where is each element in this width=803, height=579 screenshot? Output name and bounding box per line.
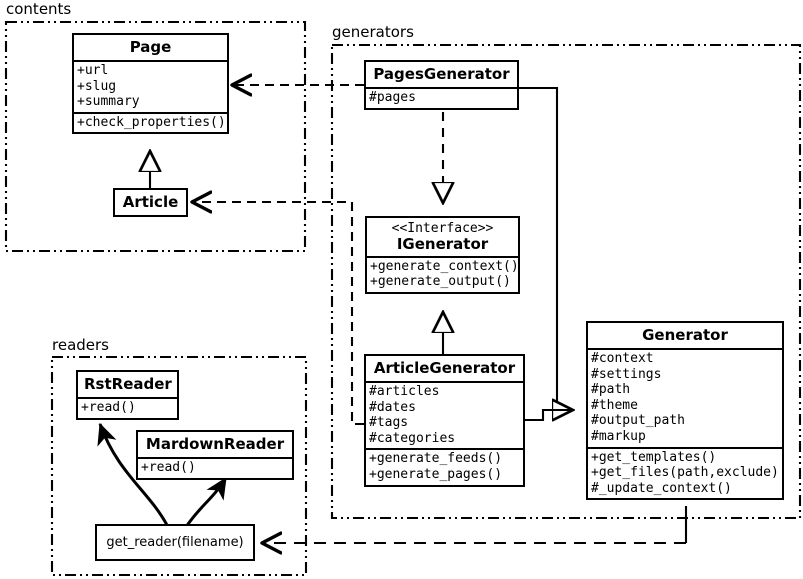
class-igenerator[interactable]: <<Interface>> IGenerator +generate_conte… bbox=[365, 216, 520, 294]
attribute: #articles bbox=[369, 384, 440, 399]
class-page-attributes: +url +slug +summary bbox=[74, 60, 227, 112]
class-generator-name: Generator bbox=[642, 326, 728, 344]
method: #_update_context() bbox=[591, 480, 732, 496]
class-igenerator-methods: +generate_context() +generate_output() bbox=[367, 255, 519, 292]
class-generator-attributes: #context #settings #path #theme #output_… bbox=[588, 348, 782, 447]
attribute: #categories bbox=[369, 430, 456, 446]
method: +generate_feeds() bbox=[369, 451, 503, 467]
attribute: +url bbox=[77, 63, 109, 78]
class-pages-generator-name: PagesGenerator bbox=[373, 65, 510, 83]
class-igenerator-stereotype: <<Interface>> bbox=[391, 221, 494, 236]
attribute: #context bbox=[591, 351, 654, 366]
class-rst-reader-name: RstReader bbox=[84, 375, 172, 393]
class-igenerator-name: IGenerator bbox=[396, 234, 489, 253]
attribute: #theme bbox=[591, 397, 638, 413]
attribute: #markup bbox=[591, 428, 646, 444]
class-mardown-reader-methods: +read() bbox=[138, 457, 292, 478]
method: +generate_output() bbox=[370, 274, 511, 290]
attribute: #settings bbox=[591, 366, 662, 382]
method: +generate_context() bbox=[370, 258, 519, 274]
class-article[interactable]: Article bbox=[113, 188, 188, 217]
class-page[interactable]: Page +url +slug +summary +check_properti… bbox=[72, 33, 229, 135]
method: +get_templates() bbox=[591, 449, 717, 465]
function-box-get-reader[interactable]: get_reader(filename) bbox=[95, 524, 255, 561]
function-box-get-reader-label: get_reader(filename) bbox=[106, 535, 244, 550]
package-label-generators: generators bbox=[332, 23, 414, 41]
attribute: #dates bbox=[369, 399, 416, 415]
attribute: #tags bbox=[369, 415, 409, 431]
class-generator[interactable]: Generator #context #settings #path #them… bbox=[586, 321, 784, 501]
class-page-name: Page bbox=[129, 38, 172, 56]
class-pages-generator-attributes: #pages bbox=[366, 87, 517, 108]
class-mardown-reader[interactable]: MardownReader +read() bbox=[136, 430, 294, 480]
class-mardown-reader-name: MardownReader bbox=[145, 435, 285, 453]
class-pages-generator[interactable]: PagesGenerator #pages bbox=[364, 60, 519, 110]
class-article-generator-name: ArticleGenerator bbox=[373, 359, 516, 377]
attribute: +slug bbox=[77, 78, 117, 94]
method: +get_files(path,exclude) bbox=[591, 465, 779, 481]
connector-articlegenerator-to-generator bbox=[525, 408, 573, 422]
class-page-methods: +check_properties() bbox=[74, 111, 227, 133]
method: +generate_pages() bbox=[369, 466, 503, 482]
class-article-generator-attributes: #articles #dates #tags #categories bbox=[366, 381, 523, 448]
connector-getreader-to-mardownreader bbox=[184, 476, 228, 528]
package-label-contents: contents bbox=[6, 0, 72, 18]
class-generator-methods: +get_templates() +get_files(path,exclude… bbox=[588, 446, 782, 499]
class-article-generator-methods: +generate_feeds() +generate_pages() bbox=[366, 448, 523, 484]
class-rst-reader[interactable]: RstReader +read() bbox=[76, 370, 179, 420]
attribute: #output_path bbox=[591, 413, 685, 429]
class-article-name: Article bbox=[122, 193, 179, 211]
method: +read() bbox=[141, 460, 196, 475]
class-article-generator[interactable]: ArticleGenerator #articles #dates #tags … bbox=[364, 354, 525, 487]
package-label-readers: readers bbox=[52, 336, 109, 354]
method: +check_properties() bbox=[77, 114, 226, 130]
attribute: #pages bbox=[369, 90, 416, 105]
connector-articlegenerator-to-article bbox=[192, 202, 364, 426]
class-rst-reader-methods: +read() bbox=[78, 397, 177, 418]
attribute: #path bbox=[591, 382, 631, 398]
connector-pagesgenerator-to-generator bbox=[519, 86, 573, 410]
method: +read() bbox=[81, 400, 136, 415]
attribute: +summary bbox=[77, 94, 140, 110]
